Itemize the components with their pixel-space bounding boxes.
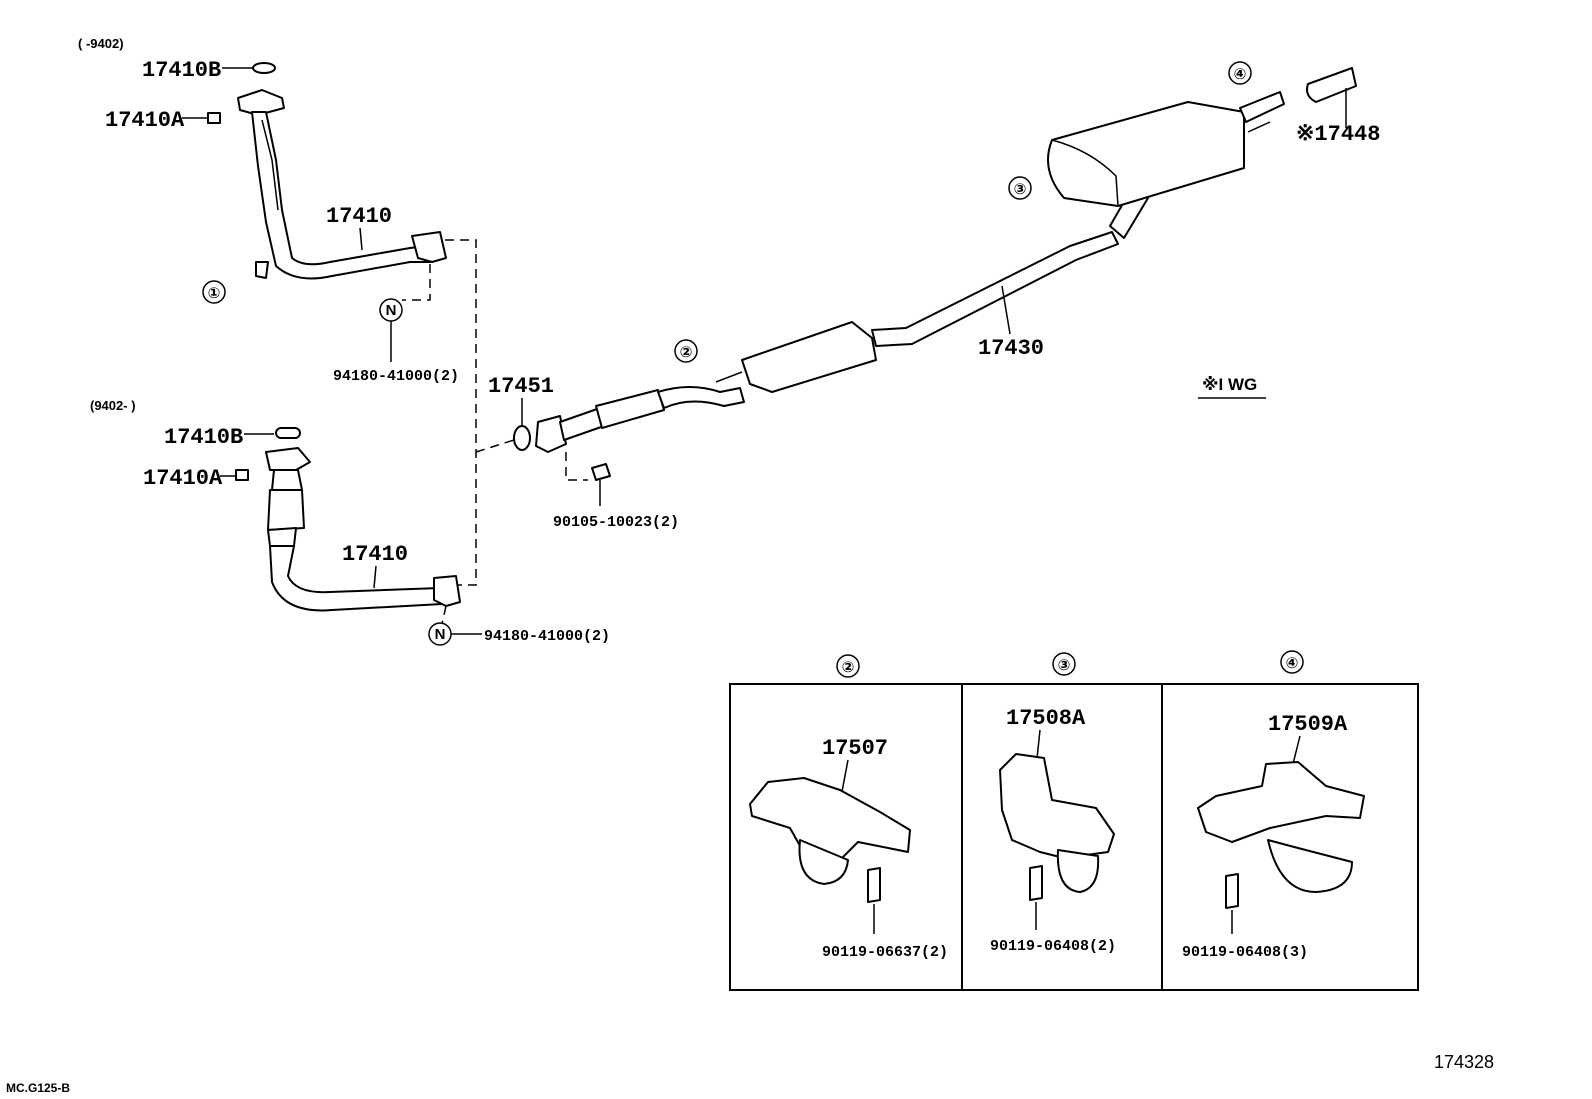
early-gasket-b-label: 17410B [142,58,221,83]
late-variant-group: (9402- ) 17410B 17410A 17410 [90,398,461,612]
tail-muffler-group: ③ ④ [1008,61,1285,207]
hanger-col-1-marker: ② [842,659,855,676]
early-gasket-b [252,62,276,74]
hanger-17507 [749,777,911,867]
hanger-2-marker: ② [680,344,693,361]
early-exhaust-pipe [251,111,431,280]
nut-n-late-label: 94180-41000(2) [484,628,610,645]
tail-pipe-outlet [1239,91,1285,123]
front-pipe-hanger-rod [715,371,743,383]
connection-dashed-line [445,239,477,586]
hanger-17509a-rubber [1267,839,1353,893]
early-pipe-sensor [255,261,269,279]
gasket-17451-label: 17451 [488,374,554,399]
gasket-dashed-line [475,439,515,453]
hanger-detail-table: ② 17507 90119-06637(2) ③ 17508A 90119-06… [729,650,1419,991]
front-pipe-resonator [595,389,665,429]
hanger-col-2-circle [1052,652,1076,676]
center-pipe [871,231,1119,347]
tail-muffler [1047,101,1245,207]
early-nut-a-label: 17410A [105,108,185,133]
center-pipe-group: 17430 [741,187,1149,393]
footer-code: MC.G125-B [6,1081,70,1095]
center-muffler [741,321,877,393]
late-converter [267,489,305,531]
late-converter-outlet [267,527,297,547]
hanger-17508a [999,753,1115,859]
late-gasket-b [275,427,301,439]
early-flange [237,89,285,116]
early-index-circle [202,280,226,304]
hanger-table-frame [729,683,1419,991]
early-pipe-bracket [261,119,279,211]
tail-muffler-end [1051,139,1119,207]
late-nut-a-label: 17410A [143,466,223,491]
bolt-90105-group: 90105-10023(2) [553,452,679,531]
early-index-marker: ① [208,285,221,302]
late-converter-neck [271,469,303,491]
hanger-col-1-bolt-label: 90119-06637(2) [822,944,948,961]
hanger-17508a-rubber [1056,849,1100,893]
early-outlet-flange [411,231,447,263]
hanger-col-2-part: 17508A [1006,706,1086,731]
late-outlet-flange [433,575,461,607]
hanger-2-circle [674,339,698,363]
hanger-3-marker: ③ [1014,181,1027,198]
tail-tip-label: ※17448 [1296,122,1380,147]
nut-n-late-group: N 94180-41000(2) [428,605,610,646]
late-gasket-b-label: 17410B [164,425,243,450]
hanger-col-2-bolt-label: 90119-06408(2) [990,938,1116,955]
hanger-col-3-part: 17509A [1268,712,1348,737]
early-pipe-label: 17410 [326,204,392,229]
late-range-label: (9402- ) [90,398,136,413]
early-nut-a [207,112,221,124]
hanger-col-2-bolt [1029,865,1043,901]
nut-n-late-marker: N [435,626,446,643]
hanger-col-1-bolt [867,867,881,903]
hanger-col-1-part: 17507 [822,736,888,761]
early-pipe-leader [359,227,363,251]
hanger-col-1-circle [836,654,860,678]
bolt-90105-head [591,463,611,481]
late-nut-a [235,469,249,481]
late-flange [265,447,311,471]
tail-hanger-rod [1247,121,1271,133]
note-group: ※I WG [1198,375,1266,399]
hanger-col-3-marker: ④ [1286,655,1299,672]
nut-n-early-group: N 94180-41000(2) [333,264,459,385]
nut-n-late-dash [441,605,447,625]
hanger-3-circle [1008,176,1032,200]
center-pipe-label: 17430 [978,336,1044,361]
bolt-90105-label: 90105-10023(2) [553,514,679,531]
hanger-col-2-marker: ③ [1058,657,1071,674]
hanger-col-3-circle [1280,650,1304,674]
nut-n-early-marker: N [386,302,397,319]
center-pipe-leader [1001,285,1011,335]
hanger-col-3-bolt [1225,873,1239,909]
early-variant-group: ( -9402) 17410B 17410A 17410 ① [78,36,447,304]
hanger-17507-rubber [798,839,849,885]
hanger-17509a [1197,761,1365,843]
nut-n-early-label: 94180-41000(2) [333,368,459,385]
hanger-col-3-bolt-label: 90119-06408(3) [1182,944,1308,961]
hanger-4-marker: ④ [1234,66,1247,83]
hanger-4-circle [1228,61,1252,85]
front-pipe-flange [535,415,567,453]
gasket-17451-group: 17451 [488,374,554,451]
front-pipe-group: ② [535,339,745,453]
note-label: ※I WG [1202,375,1257,394]
front-pipe-bend [657,386,745,409]
footer-number: 174328 [1434,1052,1494,1072]
tail-tip [1306,67,1357,103]
late-pipe-label: 17410 [342,542,408,567]
early-range-label: ( -9402) [78,36,124,51]
late-pipe-leader [373,565,377,589]
bolt-90105-dash [565,452,588,481]
tail-tip-group: ※17448 [1296,67,1380,147]
nut-n-early-dash [402,264,431,301]
gasket-17451 [513,425,531,451]
